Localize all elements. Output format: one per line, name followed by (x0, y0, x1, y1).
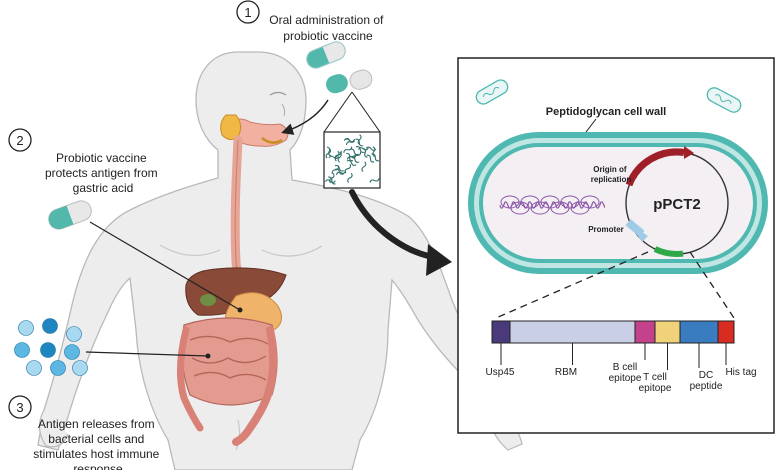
bacterium-squiggle (352, 151, 362, 159)
bacterium-squiggle (371, 153, 380, 162)
bacterium-squiggle (335, 170, 347, 176)
bacterium-squiggle (324, 179, 336, 183)
bacterium-squiggle (349, 148, 359, 156)
bacterium-squiggle (365, 146, 377, 151)
bacterium-squiggle (369, 178, 380, 183)
cell-panel: Peptidoglycan cell wall pPCT2 Origin of … (457, 57, 775, 434)
construct-segment (509, 320, 636, 344)
bacterium-squiggle (343, 146, 353, 153)
antigen-sphere (18, 320, 34, 336)
bacterium-squiggle (355, 138, 364, 147)
bacterium-squiggle (345, 138, 356, 146)
bacterium-squiggle (334, 164, 344, 172)
bacterium-squiggle (331, 165, 340, 175)
origin-label: Origin of replication (591, 165, 632, 184)
bacterium-squiggle (334, 150, 340, 162)
rod-bacterium-left (475, 79, 509, 105)
bacterium-squiggle (361, 161, 367, 172)
step-3-number: 3 (16, 400, 23, 415)
antigen-sphere (40, 342, 56, 358)
bacteria-zoom-box (323, 91, 381, 189)
step-2-text: Probiotic vaccine protects antigen from … (45, 151, 161, 195)
construct-segment (654, 320, 681, 344)
step-3-marker: 3 (8, 395, 32, 419)
mouth-throat (220, 114, 289, 147)
step-2-number: 2 (16, 133, 23, 148)
bacterium-squiggle (334, 150, 342, 160)
antigen-sphere (72, 360, 88, 376)
construct-segment (679, 320, 719, 344)
bacterium-squiggle (357, 147, 369, 151)
antigen-cluster (14, 318, 88, 376)
pointer-step2 (89, 221, 241, 311)
bacterium-squiggle (325, 148, 332, 159)
bacterium-squiggle (346, 152, 353, 162)
step-1-marker: 1 (236, 0, 260, 24)
construct-segment (634, 320, 656, 344)
bacterium-squiggle (350, 155, 360, 163)
step-1-text: Oral administration of probiotic vaccine (269, 13, 386, 43)
antigen-sphere (66, 326, 82, 342)
bacterium-squiggle (328, 155, 340, 159)
bacterium-squiggle (357, 134, 362, 146)
antigen-sphere (26, 360, 42, 376)
bacterium-squiggle (372, 146, 376, 158)
bacterium-squiggle (346, 159, 357, 166)
construct-label: Usp45 (486, 367, 515, 378)
chromosome-dna (499, 195, 606, 215)
antigen-sphere (42, 318, 58, 334)
bacterium-squiggle (347, 172, 353, 184)
capsule-closed (306, 41, 346, 69)
bacterium-squiggle (355, 146, 365, 153)
rod-bacterium-right (706, 87, 742, 113)
bacterium-squiggle (343, 138, 355, 143)
plasmid: pPCT2 Origin of replication Promoter (588, 146, 729, 257)
bacterium-squiggle (346, 154, 357, 160)
body-silhouette (37, 51, 513, 470)
pointer-step3 (85, 351, 209, 357)
construct-segment (717, 320, 735, 344)
bacteria-pattern (324, 134, 380, 185)
antigen-sphere (64, 344, 80, 360)
plasmid-gene-arc (653, 246, 684, 257)
plasmid-name: pPCT2 (653, 196, 701, 213)
construct-segment (491, 320, 511, 344)
bacterium-squiggle (328, 176, 336, 185)
antigen-sphere (50, 360, 66, 376)
step-2-marker: 2 (8, 128, 32, 152)
step-1-number: 1 (244, 5, 251, 20)
step-3-text: Antigen releases from bacterial cells an… (33, 417, 162, 470)
construct-label: RBM (555, 367, 577, 378)
capsule-step2 (48, 200, 92, 230)
promoter-label: Promoter (588, 225, 624, 234)
capsule-open (326, 69, 373, 94)
chromosome-loop (580, 195, 600, 209)
antigen-sphere (14, 342, 30, 358)
arrow-to-mouth (281, 99, 329, 135)
intestines (176, 317, 278, 446)
plasmid-origin-arc (625, 148, 685, 187)
bacterium-squiggle (366, 154, 375, 163)
bacterium-squiggle (326, 146, 332, 157)
cell-wall-label: Peptidoglycan cell wall (546, 106, 666, 118)
construct-label: His tag (725, 367, 756, 378)
